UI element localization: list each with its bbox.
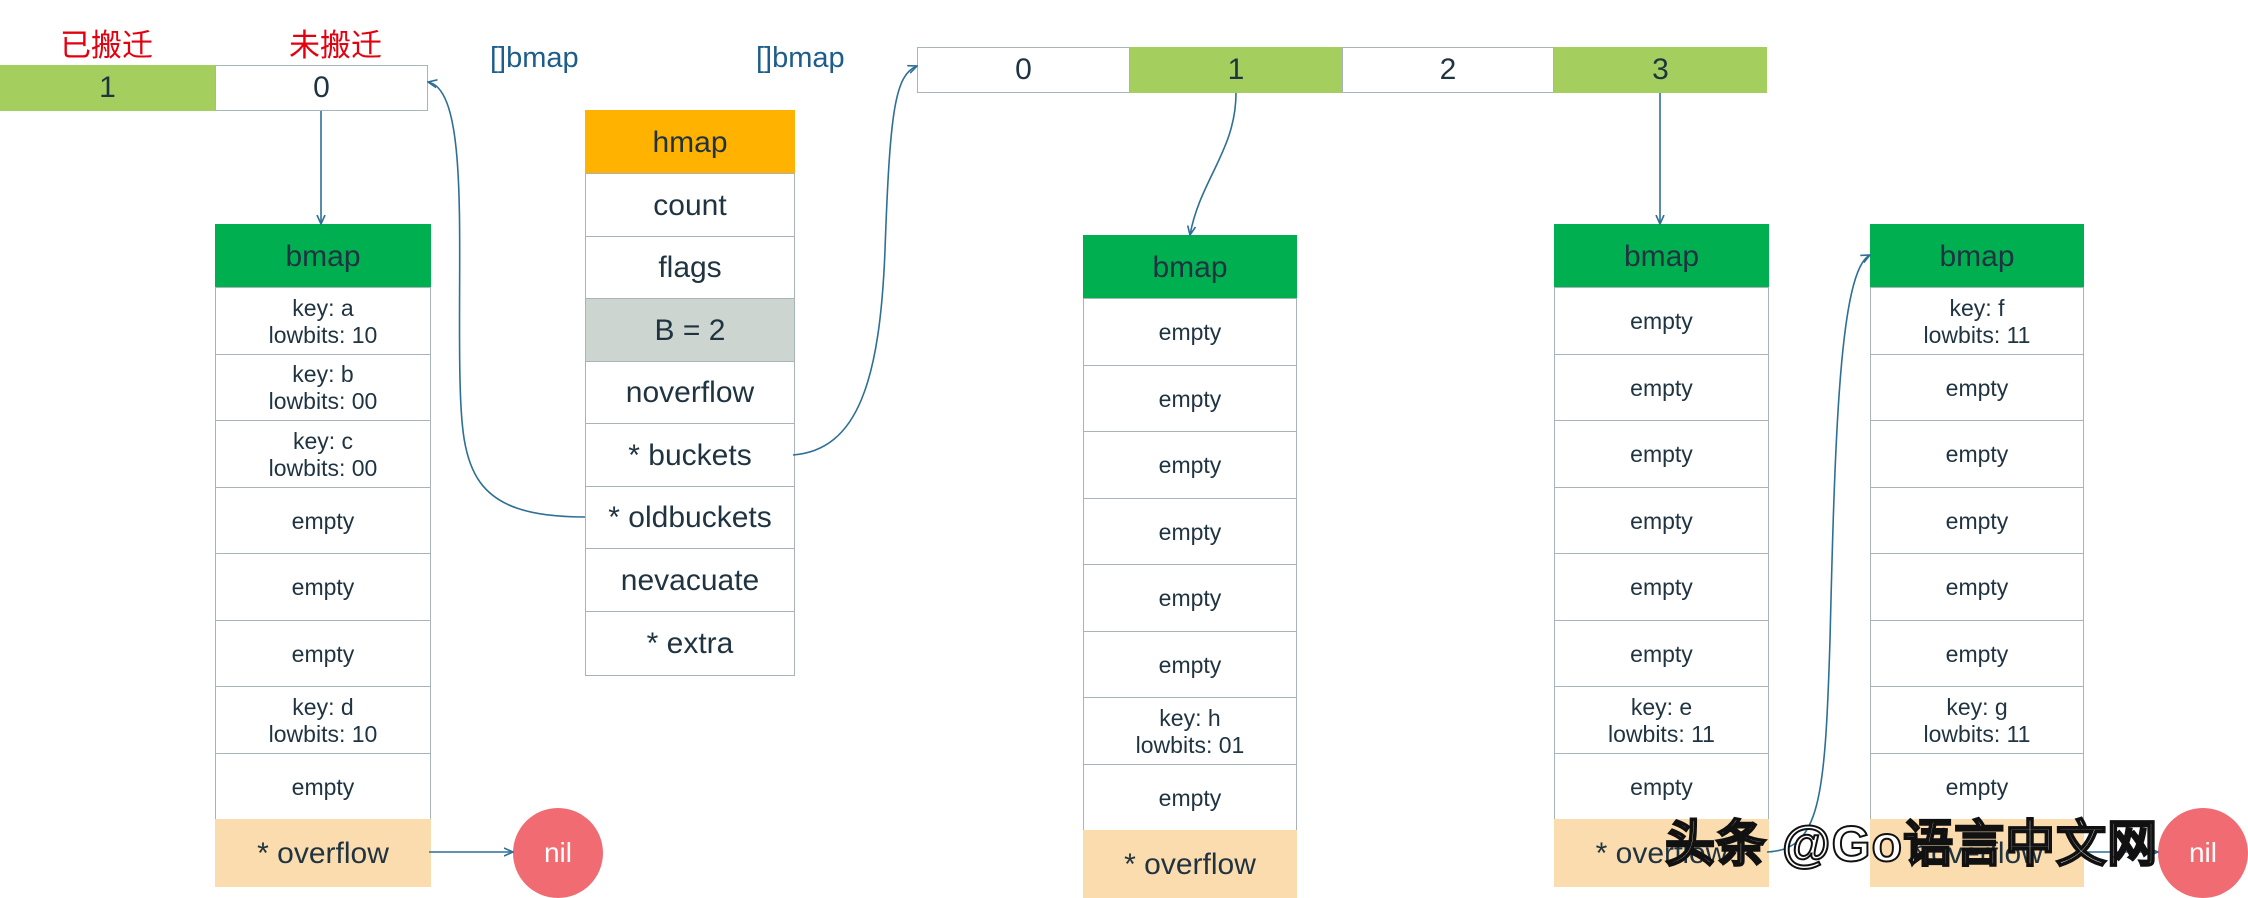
new-bucket-3: 3 [1554,47,1767,93]
bmap-overflow-pointer: * overflow [1870,819,2084,887]
bmap-slot: key: h lowbits: 01 [1083,697,1297,766]
bmap-slot: empty [1554,354,1769,422]
hmap-field-buckets: * buckets [585,423,795,488]
bmap-slot: empty [1554,487,1769,555]
hmap-field-extra: * extra [585,611,795,676]
bmap-slot: key: b lowbits: 00 [215,354,431,422]
bmap-title: bmap [1083,235,1297,300]
bmap-new-bucket-3-overflow: bmap key: f lowbits: 11 empty empty empt… [1870,224,2084,887]
hmap-title: hmap [585,110,795,175]
bmap-overflow-pointer: * overflow [215,819,431,887]
bmap-slot: key: f lowbits: 11 [1870,287,2084,356]
hmap-field-oldbuckets: * oldbuckets [585,486,795,550]
bmap-slot: empty [215,487,431,555]
bmap-slot: empty [1870,420,2084,489]
new-bucket-0: 0 [917,47,1130,93]
bmap-slot: empty [1554,420,1769,489]
arrow-bucket-3-overflow-chain [1766,255,1870,853]
bmap-slot: empty [1554,620,1769,688]
bmap-title: bmap [215,224,431,289]
new-bucket-1: 1 [1130,47,1342,93]
nil-node: nil [513,808,603,898]
arrow-new-bucket-1-to-bmap [1190,92,1237,235]
bmap-slot: empty [1554,287,1769,356]
bmap-new-bucket-1: bmap empty empty empty empty empty empty… [1083,235,1297,898]
bmap-slot: key: g lowbits: 11 [1870,686,2084,755]
watermark: 头条 @Go语言中文网 [1664,815,2159,873]
hmap-field-noverflow: noverflow [585,361,795,425]
bmap-slot: empty [1083,764,1297,832]
not-migrated-label: 未搬迁 [289,28,382,63]
old-bmap-array-label: []bmap [490,42,579,74]
bmap-overflow-pointer: * overflow [1554,819,1769,887]
hmap-field-count: count [585,173,795,238]
bmap-slot: empty [1083,631,1297,699]
bmap-slot: empty [1870,487,2084,555]
bmap-overflow-pointer: * overflow [1083,830,1297,898]
bmap-slot: empty [215,553,431,622]
hmap-field-b: B = 2 [585,298,795,363]
bmap-slot: empty [215,620,431,688]
bmap-slot: key: e lowbits: 11 [1554,686,1769,755]
migrated-label: 已搬迁 [60,28,153,63]
new-bmap-array-label: []bmap [756,42,845,74]
hmap-struct: hmap count flags B = 2 noverflow * bucke… [585,110,795,676]
hmap-field-flags: flags [585,236,795,300]
bmap-title: bmap [1554,224,1769,289]
bmap-slot: empty [1083,564,1297,633]
arrow-buckets-pointer [792,66,917,456]
bmap-slot: empty [1083,365,1297,433]
old-bucket-0: 0 [215,65,428,111]
bmap-slot: empty [1870,620,2084,688]
bmap-new-bucket-3: bmap empty empty empty empty empty empty… [1554,224,1769,887]
arrow-oldbuckets-pointer [428,82,586,518]
bmap-slot: empty [1083,431,1297,500]
bmap-slot: key: a lowbits: 10 [215,287,431,356]
nil-node-right: nil [2158,808,2248,898]
old-bucket-1: 1 [0,65,215,111]
bmap-old-bucket-0: bmap key: a lowbits: 10 key: b lowbits: … [215,224,431,887]
bmap-slot: empty [1870,354,2084,422]
bmap-slot: key: c lowbits: 00 [215,420,431,489]
new-bucket-2: 2 [1342,47,1554,93]
bmap-slot: empty [1083,498,1297,566]
bmap-slot: empty [1870,553,2084,622]
bmap-slot: empty [1554,753,1769,821]
